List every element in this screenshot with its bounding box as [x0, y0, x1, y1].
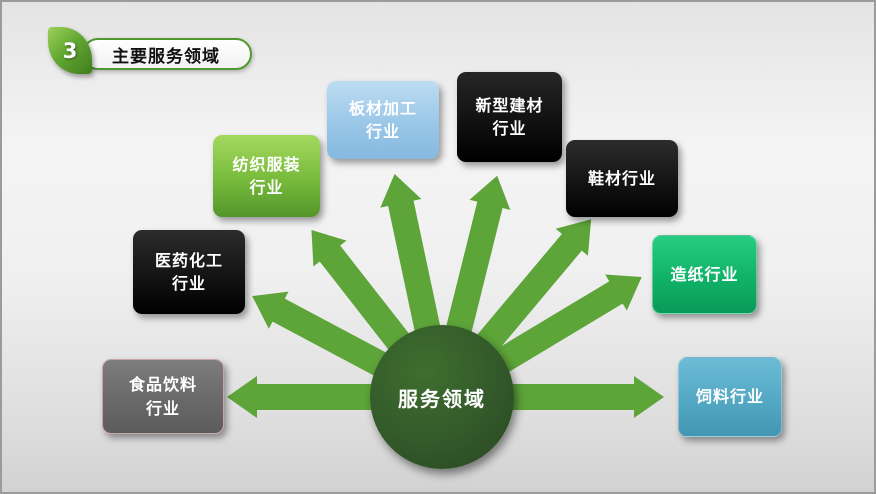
node-label: 造纸行业	[670, 264, 739, 284]
header-leaf-icon: 3	[48, 27, 92, 74]
node-shoe-materials: 鞋材行业	[566, 140, 678, 217]
center-circle: 服务领域	[370, 325, 514, 469]
node-label: 板材加工 行业	[348, 98, 417, 141]
center-label: 服务领域	[398, 386, 486, 411]
node-label: 食品饮料 行业	[128, 375, 197, 418]
node-label: 新型建材 行业	[475, 95, 544, 138]
header-number: 3	[62, 38, 78, 63]
node-new-building-materials: 新型建材 行业	[457, 72, 562, 162]
node-food-beverage: 食品饮料 行业	[102, 359, 224, 434]
node-label: 饲料行业	[695, 387, 764, 407]
node-feed: 饲料行业	[678, 357, 782, 437]
node-pharma-chemical: 医药化工 行业	[133, 230, 245, 314]
node-label: 鞋材行业	[587, 168, 656, 188]
node-label: 医药化工 行业	[154, 250, 223, 293]
header-pill: 主要服务领域	[82, 38, 252, 70]
page-title: 主要服务领域	[112, 46, 220, 67]
node-board-processing: 板材加工 行业	[327, 81, 439, 159]
node-paper-making: 造纸行业	[652, 235, 757, 314]
node-label: 纺织服装 行业	[232, 154, 301, 197]
node-textile-apparel: 纺织服装 行业	[213, 135, 320, 217]
